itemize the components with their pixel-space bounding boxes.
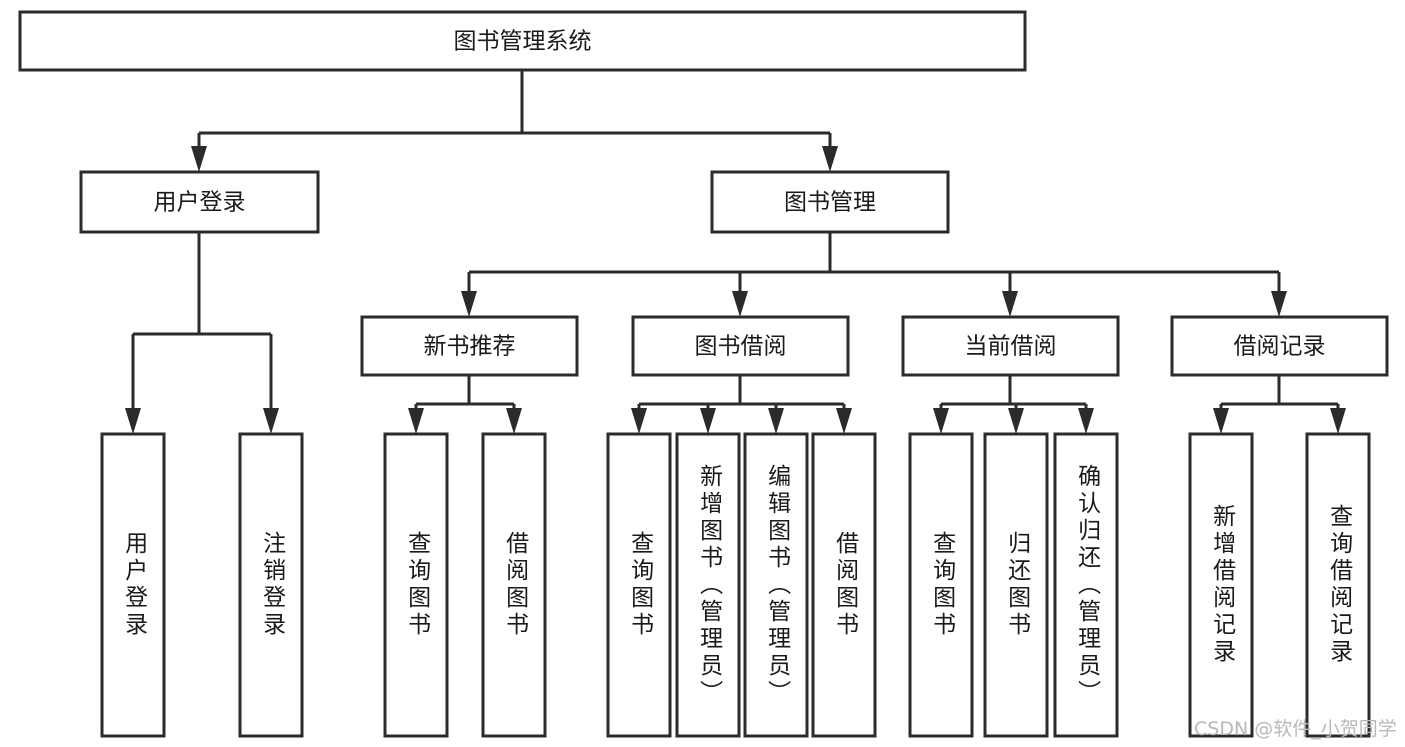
node-box-layer (18, 10, 1389, 738)
user-login-arrow-0-head (125, 408, 141, 434)
book-borrow-arrow-1-head (700, 408, 716, 434)
level2-book-manage-box[interactable] (710, 170, 950, 234)
current-borrow-arrow-2-head (1078, 408, 1094, 434)
leaf-leaf-edit-book-box[interactable] (743, 432, 809, 738)
leaf-leaf-user-login-box[interactable] (100, 432, 166, 738)
level2-book-manage-label: 图书管理 (784, 190, 876, 216)
level3-book-borrow-box[interactable] (631, 315, 850, 377)
level2-user-login-box[interactable] (79, 170, 320, 234)
new-book-rec-arrow-1-head (506, 408, 522, 434)
leaf-leaf-return-book-box[interactable] (983, 432, 1049, 738)
root-arrow-1-head (822, 146, 838, 172)
leaf-leaf-add-book-box[interactable] (675, 432, 741, 738)
new-book-rec-arrow-0-head (408, 408, 424, 434)
borrow-records-arrow-0-head (1213, 408, 1229, 434)
book-borrow-arrow-3-head (836, 408, 852, 434)
level3-new-book-rec-box[interactable] (360, 315, 579, 377)
leaf-leaf-borrow-book-1-box[interactable] (481, 432, 547, 738)
leaf-leaf-confirm-return-box[interactable] (1053, 432, 1119, 738)
book-manage-arrow-0-head (461, 291, 477, 317)
root-arrow-0-head (191, 146, 207, 172)
leaf-leaf-query-record-box[interactable] (1305, 432, 1371, 738)
book-manage-arrow-2-head (1002, 291, 1018, 317)
borrow-records-arrow-1-head (1330, 408, 1346, 434)
leaf-leaf-query-book-3-box[interactable] (908, 432, 974, 738)
root-node-label: 图书管理系统 (454, 29, 592, 55)
leaf-leaf-add-record-box[interactable] (1188, 432, 1254, 738)
level2-user-login-label: 用户登录 (154, 190, 246, 216)
watermark-text: CSDN @软件_小贺同学 (1194, 718, 1397, 740)
current-borrow-arrow-0-head (933, 408, 949, 434)
level3-current-borrow-label: 当前借阅 (965, 334, 1057, 360)
level3-borrow-records-label: 借阅记录 (1234, 334, 1326, 360)
level3-new-book-rec-label: 新书推荐 (424, 334, 516, 360)
leaf-leaf-borrow-book-2-box[interactable] (811, 432, 877, 738)
leaf-leaf-query-book-1-box[interactable] (383, 432, 449, 738)
level3-borrow-records-box[interactable] (1170, 315, 1389, 377)
book-borrow-arrow-0-head (631, 408, 647, 434)
leaf-leaf-user-logout-box[interactable] (238, 432, 304, 738)
user-login-arrow-1-head (263, 408, 279, 434)
book-manage-arrow-1-head (732, 291, 748, 317)
level3-book-borrow-label: 图书借阅 (695, 334, 787, 360)
current-borrow-arrow-1-head (1008, 408, 1024, 434)
connector-layer (125, 70, 1346, 434)
leaf-leaf-query-book-2-box[interactable] (606, 432, 672, 738)
book-borrow-arrow-2-head (768, 408, 784, 434)
level3-current-borrow-box[interactable] (901, 315, 1120, 377)
book-manage-arrow-3-head (1271, 291, 1287, 317)
root-node-box[interactable] (18, 10, 1027, 72)
